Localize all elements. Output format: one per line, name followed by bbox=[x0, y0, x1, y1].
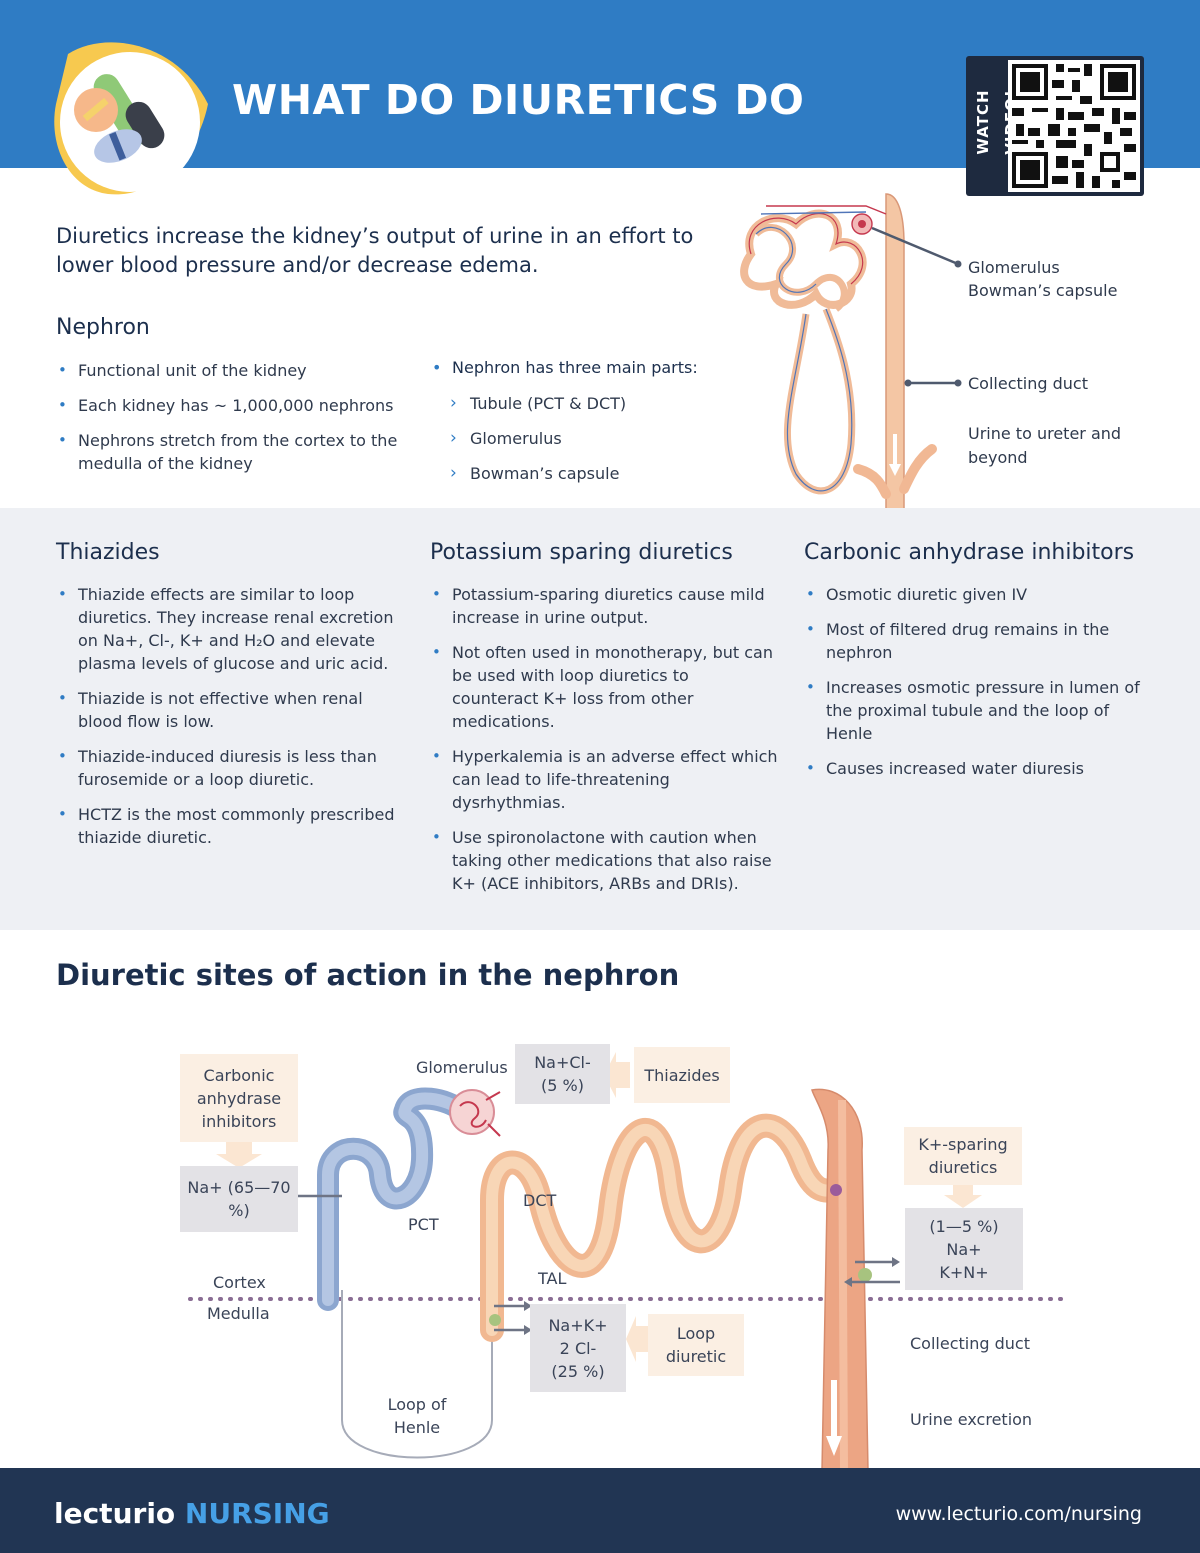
list-item: Each kidney has ~ 1,000,000 nephrons bbox=[56, 394, 411, 417]
brand-nursing: NURSING bbox=[184, 1497, 330, 1530]
nephron-sites-diagram bbox=[188, 1052, 1067, 1470]
potassium-sparing-list: Potassium-sparing diuretics cause mild i… bbox=[430, 583, 780, 907]
carbonic-anhydrase-box: Carbonic anhydrase inhibitors bbox=[180, 1054, 298, 1142]
collecting-duct-label: Collecting duct bbox=[968, 374, 1088, 393]
list-item: Not often used in monotherapy, but can b… bbox=[430, 641, 780, 733]
list-item: Causes increased water diuresis bbox=[804, 757, 1144, 780]
list-item: Thiazide is not effective when renal blo… bbox=[56, 687, 401, 733]
thiazides-heading: Thiazides bbox=[56, 540, 160, 565]
list-item: Nephrons stretch from the cortex to the … bbox=[56, 429, 411, 475]
list-item: HCTZ is the most commonly prescribed thi… bbox=[56, 803, 401, 849]
urine-excretion-label: Urine excretion bbox=[910, 1410, 1033, 1429]
loop-diuretic-box: Loop diuretic bbox=[648, 1314, 744, 1376]
pct-label: PCT bbox=[408, 1215, 439, 1234]
list-item: Hyperkalemia is an adverse effect which … bbox=[430, 745, 780, 814]
nak2cl-box: Na+K+ 2 Cl- (25 %) bbox=[530, 1304, 626, 1392]
list-item: Thiazide effects are similar to loop diu… bbox=[56, 583, 401, 675]
list-item: Thiazide-induced diuresis is less than f… bbox=[56, 745, 401, 791]
nephron-parts-heading: Nephron has three main parts: bbox=[430, 358, 698, 377]
sites-title: Diuretic sites of action in the nephron bbox=[56, 958, 680, 992]
dct-label: DCT bbox=[523, 1191, 557, 1210]
list-item: Increases osmotic pressure in lumen of t… bbox=[804, 676, 1144, 745]
thiazides-box: Thiazides bbox=[634, 1047, 730, 1103]
bowman-capsule-label: Bowman’s capsule bbox=[968, 281, 1118, 300]
carbonic-anhydrase-heading: Carbonic anhydrase inhibitors bbox=[804, 540, 1135, 565]
lecturio-logo[interactable]: lecturio NURSING bbox=[54, 1497, 330, 1530]
potassium-sparing-heading: Potassium sparing diuretics bbox=[430, 540, 733, 565]
watch-video-label: WATCH VIDEO! bbox=[974, 89, 1020, 155]
k-sparing-box: K+-sparing diuretics bbox=[904, 1127, 1022, 1185]
nephron-heading: Nephron bbox=[56, 315, 150, 340]
medulla-label: Medulla bbox=[207, 1304, 270, 1323]
loop-of-henle-label: Loop of Henle bbox=[387, 1395, 447, 1437]
page-title: WHAT DO DIURETICS DO bbox=[232, 76, 805, 124]
nephron-illustration bbox=[740, 193, 962, 510]
list-item: Most of filtered drug remains in the nep… bbox=[804, 618, 1144, 664]
list-item: Bowman’s capsule bbox=[430, 462, 730, 485]
pills-logo-icon bbox=[54, 42, 209, 195]
list-item: Glomerulus bbox=[430, 427, 730, 450]
list-item: Use spironolactone with caution when tak… bbox=[430, 826, 780, 895]
footer-url-link[interactable]: www.lecturio.com/nursing bbox=[895, 1503, 1142, 1525]
thiazides-list: Thiazide effects are similar to loop diu… bbox=[56, 583, 401, 861]
list-item: Potassium-sparing diuretics cause mild i… bbox=[430, 583, 780, 629]
urine-label: Urine to ureter and beyond bbox=[968, 424, 1122, 467]
collecting-duct-diagram-label: Collecting duct bbox=[910, 1334, 1030, 1353]
nacl-box: Na+Cl- (5 %) bbox=[515, 1044, 610, 1104]
qr-code-icon[interactable] bbox=[1008, 60, 1140, 192]
glomerulus-diagram-label: Glomerulus bbox=[416, 1058, 508, 1077]
k-sparing-reabsorption-box: (1—5 %) Na+ K+N+ bbox=[905, 1208, 1023, 1290]
nephron-parts-list: Tubule (PCT & DCT) Glomerulus Bowman’s c… bbox=[430, 392, 730, 497]
glomerulus-label: Glomerulus bbox=[968, 258, 1060, 277]
list-item: Osmotic diuretic given IV bbox=[804, 583, 1144, 606]
na-reabsorption-box: Na+ (65—70 %) bbox=[180, 1166, 298, 1232]
footer bbox=[0, 1468, 1200, 1553]
nephron-bullet-list: Functional unit of the kidney Each kidne… bbox=[56, 359, 411, 487]
brand-name: lecturio bbox=[54, 1497, 176, 1530]
tal-label: TAL bbox=[538, 1269, 567, 1288]
list-item: Functional unit of the kidney bbox=[56, 359, 411, 382]
intro-text: Diuretics increase the kidney’s output o… bbox=[56, 224, 694, 277]
list-item: Tubule (PCT & DCT) bbox=[430, 392, 730, 415]
cortex-label: Cortex bbox=[213, 1273, 266, 1292]
carbonic-anhydrase-list: Osmotic diuretic given IV Most of filter… bbox=[804, 583, 1144, 792]
